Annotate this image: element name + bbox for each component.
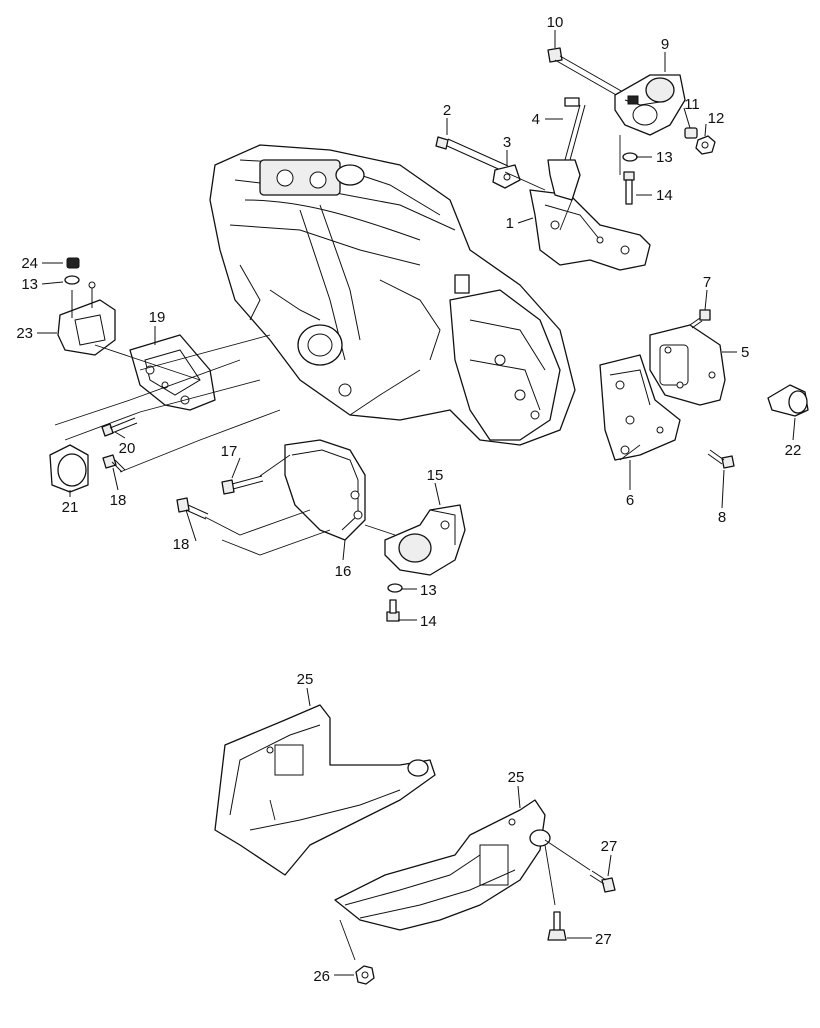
callout-21: 21 (62, 499, 79, 516)
callout-12: 12 (708, 110, 725, 127)
bolt-part-14-b (386, 599, 400, 622)
bracket-part-6 (599, 354, 681, 461)
engine-transaxle-assembly (209, 144, 576, 446)
callout-8: 8 (718, 509, 726, 526)
bolt-part-7 (689, 309, 711, 329)
under-cover-part-25-left (214, 704, 436, 876)
bolt-part-27-b (547, 911, 567, 941)
washer-part-13-c (387, 583, 403, 593)
assembly-guide-lines (54, 135, 641, 961)
callout-24: 24 (21, 255, 38, 272)
bolt-part-18-b (176, 497, 209, 520)
callout-1: 1 (506, 215, 514, 232)
callout-7: 7 (703, 274, 711, 291)
callout-27-upper: 27 (601, 838, 618, 855)
stopper-part-22 (767, 384, 809, 417)
callout-25-right: 25 (508, 769, 525, 786)
bolt-part-10 (547, 47, 631, 101)
bracket-part-16 (284, 439, 366, 541)
under-cover-part-25-right (334, 799, 551, 931)
callout-22: 22 (785, 442, 802, 459)
callout-5: 5 (741, 344, 749, 361)
callout-6: 6 (626, 492, 634, 509)
callout-4: 4 (532, 111, 540, 128)
callout-13-bottom: 13 (420, 582, 437, 599)
callout-2: 2 (443, 102, 451, 119)
bracket-part-3 (492, 164, 521, 189)
callout-27-lower: 27 (595, 931, 612, 948)
bracket-part-19 (129, 334, 216, 411)
bolt-part-18-a (102, 454, 126, 473)
bolt-part-2 (435, 136, 509, 173)
callout-25-left: 25 (297, 671, 314, 688)
washer-part-13-a (622, 152, 638, 162)
callout-23: 23 (16, 325, 33, 342)
callout-17: 17 (221, 443, 238, 460)
callout-3: 3 (503, 134, 511, 151)
bolt-part-8 (707, 449, 735, 469)
nut-part-26 (355, 965, 375, 985)
bolt-part-27-a (589, 870, 616, 893)
callout-leaders (37, 30, 796, 976)
callout-11: 11 (684, 96, 700, 113)
callout-10: 10 (547, 14, 564, 31)
engine-mount-part-9 (614, 74, 686, 136)
nut-part-11 (684, 127, 698, 139)
callout-13-top: 13 (656, 149, 673, 166)
insulator-part-15 (384, 504, 466, 576)
nut-part-12 (695, 135, 716, 155)
mount-bracket-part-4 (547, 97, 586, 201)
callout-16: 16 (335, 563, 352, 580)
callout-18-left: 18 (110, 492, 127, 509)
bolt-part-17 (221, 475, 264, 495)
callout-15: 15 (427, 467, 444, 484)
callout-26: 26 (313, 968, 330, 985)
bolt-part-14-a (623, 171, 635, 205)
bracket-part-5 (649, 324, 726, 406)
engine-mount-bracket-part-1 (529, 189, 651, 271)
callout-14-top: 14 (656, 187, 673, 204)
callout-14-bottom: 14 (420, 613, 437, 630)
callout-18-center: 18 (173, 536, 190, 553)
insulator-part-23 (57, 281, 116, 356)
callout-20: 20 (119, 440, 136, 457)
callout-19: 19 (149, 309, 166, 326)
callout-labels: 10 9 11 12 13 14 2 3 4 1 24 13 23 19 20 … (16, 14, 801, 985)
washer-part-13-b (64, 275, 80, 285)
bracket-part-21 (49, 444, 89, 493)
bolt-part-20 (101, 417, 138, 437)
callout-9: 9 (661, 36, 669, 53)
nut-part-24 (66, 257, 80, 269)
callout-13-left: 13 (21, 276, 38, 293)
